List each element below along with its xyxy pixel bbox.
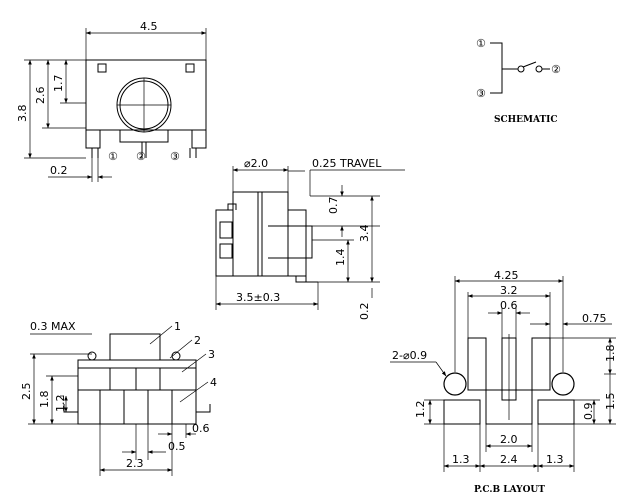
callout-1: 1 — [174, 320, 181, 333]
dim-height-1-7: 1.7 — [52, 75, 65, 93]
dim-pcb-2-0: 2.0 — [500, 433, 518, 446]
schematic-pin-1: ① — [476, 37, 486, 50]
schematic-pin-2: ② — [551, 63, 561, 76]
dim-pcb-0-6: 0.6 — [500, 299, 518, 312]
dim-pcb-1-3-left: 1.3 — [452, 453, 470, 466]
top-pin-1: ① — [108, 150, 118, 163]
top-pin-3: ③ — [170, 150, 180, 163]
dim-pcb-0-75: 0.75 — [582, 312, 607, 325]
dim-pcb-1-5: 1.5 — [604, 393, 617, 411]
dim-height-3-8: 3.8 — [16, 105, 29, 123]
hole-spec: 2-⌀0.9 — [392, 349, 427, 362]
schematic-title: SCHEMATIC — [494, 115, 558, 125]
dim-front-0-6: 0.6 — [192, 422, 210, 435]
dim-width-4-5: 4.5 — [140, 20, 158, 33]
dim-lead-0-2: 0.2 — [50, 164, 68, 177]
top-view: 4.5 ① ② ③ 3.8 2.6 1.7 — [16, 20, 207, 182]
dim-pcb-1-8: 1.8 — [604, 345, 617, 363]
dim-front-1-8: 1.8 — [38, 391, 51, 409]
dim-0-3-max: 0.3 MAX — [30, 320, 76, 333]
callout-3: 3 — [208, 348, 215, 361]
pcb-title: P.C.B LAYOUT — [474, 485, 545, 493]
dim-stem-diameter: ⌀2.0 — [244, 157, 268, 170]
side-view: ⌀2.0 0.25 TRAVEL 0.7 3.4 1.4 3 — [215, 157, 405, 321]
dim-0-7: 0.7 — [327, 197, 340, 215]
dim-3-5: 3.5±0.3 — [236, 291, 280, 304]
schematic-pin-3: ③ — [476, 87, 486, 100]
dim-front-2-5: 2.5 — [20, 383, 33, 401]
dim-pcb-3-2: 3.2 — [500, 284, 518, 297]
dim-1-4: 1.4 — [334, 249, 347, 267]
schematic: ① ② ③ SCHEMATIC — [476, 37, 561, 125]
pcb-layout: 4.25 3.2 0.6 0.75 2-⌀0.9 1 — [390, 269, 617, 493]
front-view: 0.3 MAX 1 2 3 4 2.5 — [20, 320, 217, 476]
dim-3-4: 3.4 — [358, 225, 371, 243]
dim-front-1-2: 1.2 — [54, 395, 67, 413]
dim-pcb-1-3-right: 1.3 — [546, 453, 564, 466]
callout-2: 2 — [194, 334, 201, 347]
top-pin-2: ② — [136, 150, 146, 163]
callout-4: 4 — [210, 376, 217, 389]
dim-front-2-3: 2.3 — [126, 457, 144, 470]
dim-pcb-0-9: 0.9 — [582, 403, 595, 421]
dim-travel: 0.25 TRAVEL — [312, 157, 382, 170]
dim-height-2-6: 2.6 — [34, 87, 47, 105]
dim-front-0-5: 0.5 — [168, 440, 186, 453]
dim-pcb-4-25: 4.25 — [494, 269, 519, 282]
dim-0-2-side: 0.2 — [358, 303, 371, 321]
dim-pcb-1-2: 1.2 — [414, 401, 427, 419]
dim-pcb-2-4: 2.4 — [500, 453, 518, 466]
